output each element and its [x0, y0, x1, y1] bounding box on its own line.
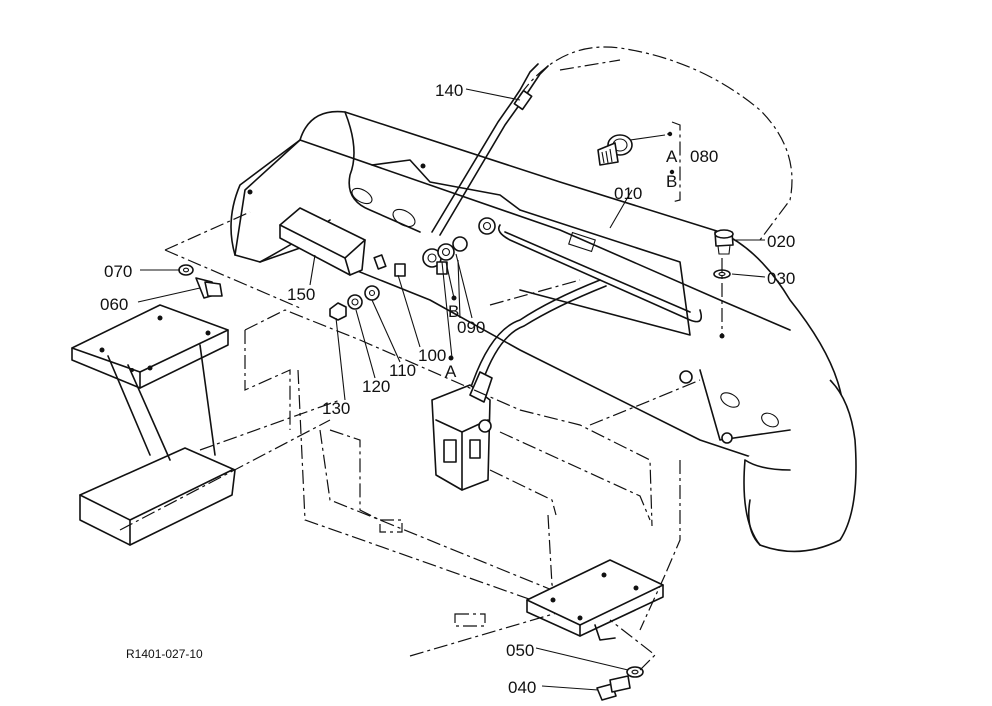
marker-a-bracket: A: [666, 147, 678, 166]
bolt-060: [195, 277, 223, 299]
right-plate: [526, 559, 664, 641]
switch-assembly: [431, 371, 493, 491]
callout-130: 130: [322, 399, 350, 418]
callout-020: 020: [767, 232, 795, 251]
axis-line-060: [164, 211, 251, 251]
callout-050: 050: [506, 641, 534, 660]
callout-110: 110: [389, 361, 416, 380]
callout-070: 070: [104, 262, 132, 281]
callout-030: 030: [767, 269, 795, 288]
left-step: [71, 304, 236, 546]
frame-phantom: [119, 249, 701, 657]
bolt-040: [596, 675, 631, 701]
point-a-dot: [448, 355, 454, 361]
screw-080: [597, 134, 633, 166]
marker-b-bracket: B: [666, 172, 677, 191]
callout-080: 080: [690, 147, 718, 166]
bracket-dot-top: [667, 131, 673, 137]
guard-body: [230, 110, 857, 553]
callout-120: 120: [362, 377, 390, 396]
bracket-dot-mid: [669, 169, 675, 175]
callout-090: 090: [457, 318, 485, 337]
bracket-150: [279, 207, 366, 276]
callout-140: 140: [435, 81, 463, 100]
washer-050: [626, 666, 644, 678]
hardware-cluster: [329, 236, 468, 321]
callout-150: 150: [287, 285, 315, 304]
axis-line-040: [609, 619, 656, 671]
drawing-code: R1401-027-10: [126, 647, 203, 661]
marker-b-point: B: [448, 302, 459, 321]
marker-a-point: A: [445, 362, 457, 381]
callout-040: 040: [508, 678, 536, 697]
callout-060: 060: [100, 295, 128, 314]
bolt-020: [714, 229, 734, 255]
callout-010: 010: [614, 184, 642, 203]
leader-lines: [137, 88, 766, 691]
housing-outline: [519, 46, 793, 241]
cable-140: [431, 63, 607, 396]
callout-bracket-080: [671, 121, 681, 203]
washer-070: [178, 264, 194, 276]
point-b-dot: [451, 295, 457, 301]
callout-100: 100: [418, 346, 446, 365]
hole-dot-020: [719, 333, 725, 339]
